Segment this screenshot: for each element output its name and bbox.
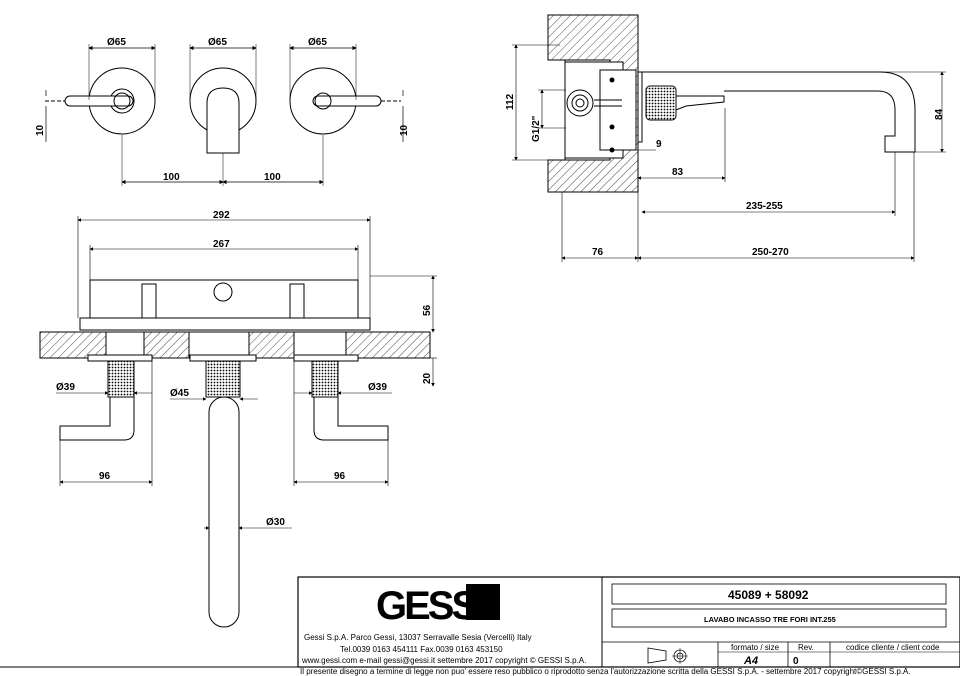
top-lever-96-right-label: 96	[334, 471, 346, 482]
front-dia-left-label: Ø65	[107, 37, 126, 48]
side-offset-9-label: 9	[656, 139, 662, 150]
company-line: Gessi S.p.A. Parco Gessi, 13037 Serraval…	[304, 633, 532, 642]
side-thread-label: G1/2"	[531, 115, 542, 142]
gessi-logo: GESSI	[376, 584, 500, 628]
side-wall-76-label: 76	[592, 247, 604, 258]
front-lever-thickness-left-label: 10	[35, 124, 46, 136]
top-view	[39, 216, 437, 628]
top-width-292-label: 292	[213, 210, 230, 221]
top-height-20-label: 20	[422, 372, 433, 384]
front-view	[45, 44, 404, 186]
product-description: LAVABO INCASSO TRE FORI INT.255	[704, 615, 836, 624]
left-handle-front	[45, 67, 156, 135]
client-code-label: codice cliente / client code	[846, 643, 940, 652]
rev-value: 0	[793, 656, 799, 667]
side-height-84-label: 84	[934, 108, 945, 120]
right-handle-front	[289, 67, 401, 135]
product-code: 45089 + 58092	[728, 588, 809, 602]
side-view	[512, 14, 946, 262]
top-width-267-label: 267	[213, 239, 230, 250]
front-dia-center-label: Ø65	[208, 37, 227, 48]
side-height-112-label: 112	[505, 93, 516, 110]
format-value: A4	[743, 655, 758, 667]
front-spacing-left-label: 100	[163, 172, 180, 183]
top-height-56-label: 56	[422, 304, 433, 316]
legal-footer: Il presente disegno a termine di legge n…	[300, 667, 911, 676]
top-dia-45-label: Ø45	[170, 388, 189, 399]
front-spacing-right-label: 100	[264, 172, 281, 183]
web-line: www.gessi.com e-mail gessi@gessi.it sett…	[301, 656, 586, 665]
logo-text: GESSI	[376, 584, 484, 628]
side-depth-83-label: 83	[672, 167, 684, 178]
front-lever-thickness-right-label: 10	[399, 124, 410, 136]
title-block	[0, 576, 960, 668]
phone-line: Tel.0039 0163 454111 Fax.0039 0163 45315…	[340, 645, 503, 654]
side-spout-250-270-label: 250-270	[752, 247, 789, 258]
top-lever-96-left-label: 96	[99, 471, 111, 482]
side-spout-235-255-label: 235-255	[746, 201, 783, 212]
top-dia-30-label: Ø30	[266, 517, 285, 528]
spout-front	[189, 67, 257, 154]
front-dia-right-label: Ø65	[308, 37, 327, 48]
format-label: formato / size	[731, 643, 780, 652]
top-dia-39-right-label: Ø39	[368, 382, 387, 393]
rev-label: Rev.	[798, 643, 814, 652]
top-dia-39-left-label: Ø39	[56, 382, 75, 393]
